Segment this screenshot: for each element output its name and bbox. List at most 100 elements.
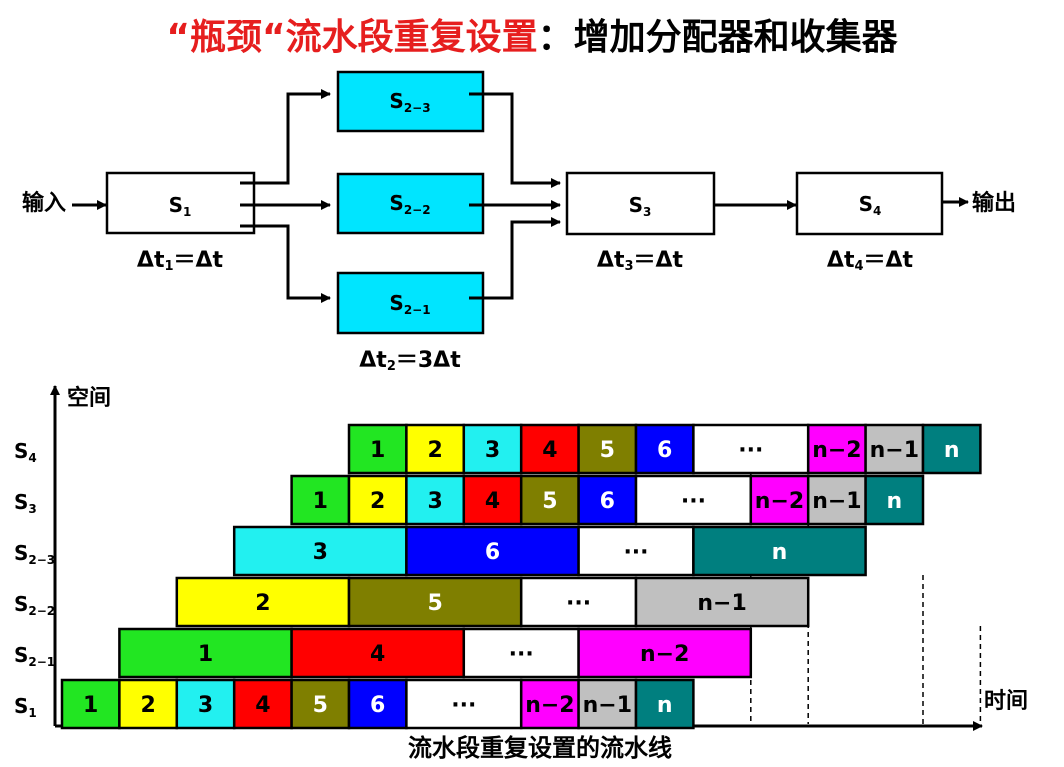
timing-cell: n bbox=[864, 474, 925, 526]
timing-cell: 6 bbox=[405, 525, 580, 577]
stage-s3-label: S3 bbox=[629, 193, 652, 219]
timing-cell: ··· bbox=[462, 627, 580, 679]
timing-cell: n−2 bbox=[749, 474, 810, 526]
timing-cell: ··· bbox=[519, 576, 638, 628]
timing-cell-label: 4 bbox=[255, 693, 270, 718]
page-title: “瓶颈“流水段重复设置：增加分配器和收集器 bbox=[0, 8, 1064, 60]
time-label-t4: Δt4＝Δt bbox=[827, 248, 914, 274]
timing-cell: n bbox=[634, 678, 695, 730]
timing-cell: n−2 bbox=[806, 423, 867, 475]
time-label-t1: Δt1＝Δt bbox=[137, 248, 224, 274]
timing-cell: n bbox=[692, 525, 867, 577]
timing-cell: 1 bbox=[118, 627, 293, 679]
wire-s21-to-s3 bbox=[469, 217, 561, 300]
timing-cell-label: ··· bbox=[451, 693, 476, 718]
timing-cell-label: 3 bbox=[198, 693, 213, 718]
timing-cell-label: ··· bbox=[509, 642, 534, 667]
timing-cell: 3 bbox=[405, 474, 466, 526]
timing-cell-label: 2 bbox=[140, 693, 155, 718]
timing-cell: 3 bbox=[462, 423, 523, 475]
timing-cell: 1 bbox=[60, 678, 121, 730]
timing-cell-label: 6 bbox=[485, 540, 500, 565]
stage-s23-label: S2−3 bbox=[389, 89, 430, 115]
timing-cell: 5 bbox=[290, 678, 351, 730]
title-red-part: “瓶颈“流水段重复设置 bbox=[166, 17, 538, 58]
timing-cell-label: 1 bbox=[313, 489, 328, 514]
row-label: S2−2 bbox=[14, 592, 55, 618]
timing-cell-label: n bbox=[657, 693, 673, 718]
time-label-t3: Δt3＝Δt bbox=[597, 248, 684, 274]
timing-cell: 4 bbox=[290, 627, 466, 679]
timing-cell: 3 bbox=[175, 678, 236, 730]
timing-cell-label: 3 bbox=[427, 489, 442, 514]
diagram-caption: 流水段重复设置的流水线 bbox=[408, 734, 672, 762]
timing-cell-label: 5 bbox=[600, 438, 615, 463]
timing-cell-label: 4 bbox=[542, 438, 557, 463]
timing-cell-label: 6 bbox=[600, 489, 615, 514]
timing-cell-label: n−1 bbox=[697, 591, 746, 616]
timing-cell-label: n−2 bbox=[525, 693, 574, 718]
stage-s4: S4 bbox=[795, 171, 944, 236]
timing-cell: 4 bbox=[519, 423, 580, 475]
timing-cell: n−1 bbox=[634, 576, 810, 628]
timing-cell: 5 bbox=[519, 474, 580, 526]
timing-cell-label: 1 bbox=[198, 642, 213, 667]
row-label: S3 bbox=[14, 490, 37, 516]
stage-s21: S2−1 bbox=[336, 271, 485, 335]
timing-cell-label: 5 bbox=[313, 693, 328, 718]
timing-cell-label: 2 bbox=[370, 489, 385, 514]
title-black-part: ：增加分配器和收集器 bbox=[537, 17, 898, 58]
stage-s22-label: S2−2 bbox=[389, 191, 430, 217]
stage-s1: S1 bbox=[105, 171, 256, 235]
stage-s22: S2−2 bbox=[336, 172, 485, 235]
row-label: S1 bbox=[14, 694, 37, 720]
timing-cell-label: n−1 bbox=[812, 489, 861, 514]
row-label: S4 bbox=[14, 439, 37, 465]
block-diagram: 输入 S1 S2−3 S2−2 S2−1 S3 bbox=[22, 70, 1016, 374]
stage-s1-label: S1 bbox=[169, 193, 192, 219]
timing-cell-label: ··· bbox=[738, 438, 763, 463]
timing-cell: 1 bbox=[290, 474, 351, 526]
timing-cell-label: n−1 bbox=[583, 693, 632, 718]
wire-s1-to-s23 bbox=[240, 89, 331, 185]
timing-cell: 6 bbox=[347, 678, 408, 730]
stage-s21-label: S2−1 bbox=[389, 291, 430, 317]
timing-cell-label: 5 bbox=[427, 591, 442, 616]
timing-cell-label: n bbox=[944, 438, 960, 463]
timing-cell-label: ··· bbox=[681, 489, 706, 514]
timing-cell-label: n−2 bbox=[812, 438, 861, 463]
timing-cell-label: 4 bbox=[370, 642, 385, 667]
timing-cell-label: n−1 bbox=[870, 438, 919, 463]
timing-cell-label: ··· bbox=[566, 591, 591, 616]
timing-cell-label: 2 bbox=[255, 591, 270, 616]
timing-cell-label: 1 bbox=[83, 693, 98, 718]
time-label-t2: Δt2＝3Δt bbox=[359, 348, 461, 374]
timing-cell-label: 1 bbox=[370, 438, 385, 463]
timing-cell: 6 bbox=[634, 423, 695, 475]
timing-cell-label: 3 bbox=[485, 438, 500, 463]
timing-cell: 2 bbox=[118, 678, 179, 730]
timing-cell-label: n−2 bbox=[755, 489, 804, 514]
timing-cell: n−1 bbox=[806, 474, 867, 526]
timing-cell: n−1 bbox=[577, 678, 638, 730]
output-label: 输出 bbox=[972, 190, 1016, 216]
timing-cell: 5 bbox=[347, 576, 523, 628]
wire-s1-to-s21 bbox=[240, 224, 331, 303]
timing-cell: 2 bbox=[347, 474, 408, 526]
timing-cell: n−1 bbox=[864, 423, 925, 475]
timing-cell-label: 5 bbox=[542, 489, 557, 514]
input-label: 输入 bbox=[22, 190, 66, 216]
timing-cell-label: 3 bbox=[313, 540, 328, 565]
stage-s3: S3 bbox=[565, 171, 716, 236]
timing-cell: 4 bbox=[462, 474, 523, 526]
timing-cell-label: 6 bbox=[657, 438, 672, 463]
timing-cell: ··· bbox=[692, 423, 810, 475]
timing-cell-label: n bbox=[772, 540, 788, 565]
row-label: S2−3 bbox=[14, 541, 55, 567]
stage-s4-label: S4 bbox=[859, 192, 882, 218]
stage-s23: S2−3 bbox=[336, 70, 485, 133]
